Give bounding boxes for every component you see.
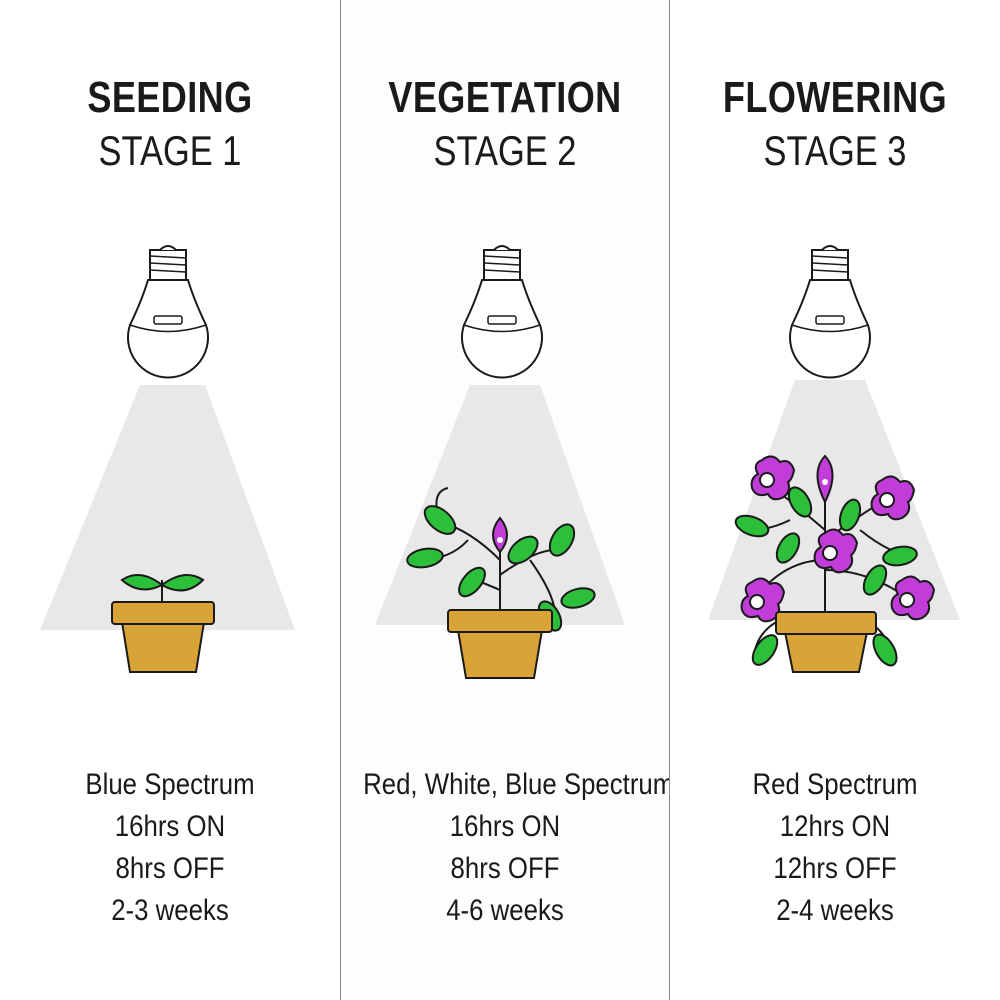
flower-icon	[750, 455, 796, 501]
stage-title: FLOWERING	[722, 73, 948, 122]
hours-on-text: 12hrs ON	[779, 810, 891, 843]
column-divider	[669, 0, 670, 1000]
hours-off-text: 8hrs OFF	[115, 852, 225, 885]
vegetation-illustration	[375, 245, 625, 679]
duration-text: 2-4 weeks	[776, 894, 894, 927]
flower-icon	[890, 575, 936, 621]
spectrum-text: Red Spectrum	[752, 768, 918, 801]
light-bulb-icon	[127, 245, 209, 379]
hours-off-text: 8hrs OFF	[450, 852, 560, 885]
duration-text: 4-6 weeks	[446, 894, 564, 927]
flower-pot-icon	[775, 611, 877, 673]
hours-on-text: 16hrs ON	[449, 810, 561, 843]
flower-icon	[813, 528, 859, 574]
stage-vegetation-panel: VEGETATION STAGE 2	[340, 0, 675, 1000]
hours-off-text: 12hrs OFF	[773, 852, 897, 885]
flower-icon	[740, 577, 786, 623]
hours-on-text: 16hrs ON	[114, 810, 226, 843]
flower-pot-icon	[111, 601, 215, 673]
column-divider	[340, 0, 341, 1000]
flower-icon	[870, 475, 916, 521]
stage-title: SEEDING	[87, 73, 253, 122]
stage-details: Red, White, Blue Spectrum 16hrs ON 8hrs …	[363, 764, 675, 932]
light-bulb-icon	[461, 245, 543, 379]
flowering-plant-icon	[734, 454, 936, 667]
light-bulb-icon	[789, 245, 871, 379]
stage-flowering-panel: FLOWERING STAGE 3	[670, 0, 1000, 1000]
seedling-icon	[120, 574, 205, 602]
light-cone	[40, 385, 295, 630]
stage-number: STAGE 2	[433, 127, 577, 174]
stage-number: STAGE 1	[98, 127, 242, 174]
stage-seeding-panel: SEEDING STAGE 1	[0, 0, 340, 1000]
duration-text: 2-3 weeks	[111, 894, 229, 927]
flower-pot-icon	[447, 609, 553, 679]
spectrum-text: Red, White, Blue Spectrum	[363, 768, 675, 801]
stage-title: VEGETATION	[388, 73, 622, 122]
stage-number: STAGE 3	[763, 127, 907, 174]
stage-details: Red Spectrum 12hrs ON 12hrs OFF 2-4 week…	[693, 764, 977, 932]
spectrum-text: Blue Spectrum	[85, 768, 255, 801]
seeding-illustration	[40, 245, 295, 673]
light-cone	[375, 385, 625, 625]
flowering-illustration	[708, 245, 960, 673]
stage-details: Blue Spectrum 16hrs ON 8hrs OFF 2-3 week…	[24, 764, 316, 932]
